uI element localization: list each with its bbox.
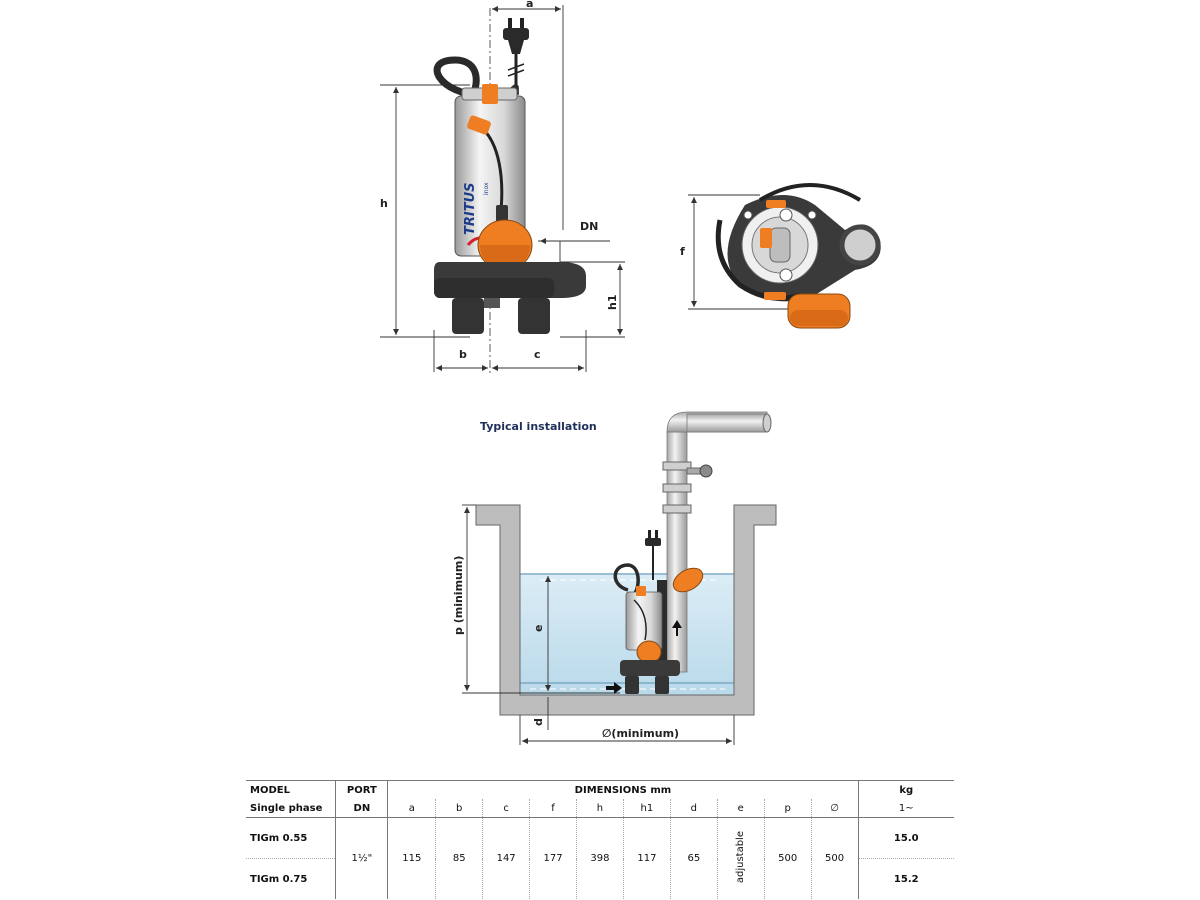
value-p: 500 — [763, 817, 812, 899]
header-dn: DN — [335, 799, 388, 818]
dim-f-label: f — [680, 245, 685, 258]
row-model-0: TIGm 0.55 — [250, 832, 308, 844]
dim-e-label: e — [532, 625, 545, 632]
row-kg-1: 15.2 — [857, 858, 954, 899]
dim-a-label: a — [526, 0, 533, 10]
brand-sub: inox — [483, 182, 490, 195]
pump-top-view: f — [680, 183, 881, 329]
header-kg: kg — [857, 780, 954, 799]
dim-b-label: b — [459, 348, 467, 361]
dim-h1-label: h1 — [606, 295, 619, 311]
value-f: 177 — [529, 817, 577, 899]
value-d: 65 — [669, 817, 718, 899]
spec-table: MODEL PORT DIMENSIONS mm kg Single phase… — [246, 780, 954, 899]
dim-width-label: ∅(minimum) — [602, 727, 679, 740]
col-b: b — [435, 799, 483, 818]
dim-p-label: p (minimum) — [452, 556, 465, 635]
dim-dn-label: DN — [580, 220, 598, 233]
brand-name: TRITUS — [463, 182, 478, 235]
col-h: h — [576, 799, 624, 818]
value-h: 398 — [576, 817, 624, 899]
dim-c-label: c — [534, 348, 541, 361]
col-e: e — [716, 799, 765, 818]
col-c: c — [482, 799, 530, 818]
col-f: f — [529, 799, 577, 818]
col-h1: h1 — [622, 799, 671, 818]
col-diameter: ∅ — [810, 799, 859, 818]
value-a: 115 — [387, 817, 436, 899]
row-model-1: TIGm 0.75 — [246, 858, 336, 899]
value-diameter: 500 — [810, 817, 859, 899]
dim-h-label: h — [380, 197, 388, 210]
technical-drawing: a h b c h1 DN TR — [380, 0, 881, 745]
installation-title: Typical installation — [480, 420, 597, 433]
row-kg-0: 15.0 — [857, 817, 954, 859]
value-b: 85 — [435, 817, 483, 899]
header-single-phase: Single phase — [246, 799, 336, 818]
header-port: PORT — [335, 780, 388, 799]
header-phase: 1~ — [857, 799, 954, 818]
col-d: d — [669, 799, 718, 818]
dim-d-label: d — [532, 718, 545, 726]
header-dimensions: DIMENSIONS mm — [387, 780, 859, 799]
value-e: adjustable — [735, 830, 747, 884]
installation-diagram: p (minimum) e d ∅(minimum) — [452, 411, 777, 745]
col-p: p — [763, 799, 812, 818]
port-value: 1½" — [335, 817, 388, 899]
header-model: MODEL — [246, 780, 336, 799]
value-h1: 117 — [622, 817, 671, 899]
value-c: 147 — [482, 817, 530, 899]
pump-front-view: a h b c h1 DN TR — [380, 0, 625, 375]
col-a: a — [387, 799, 436, 818]
